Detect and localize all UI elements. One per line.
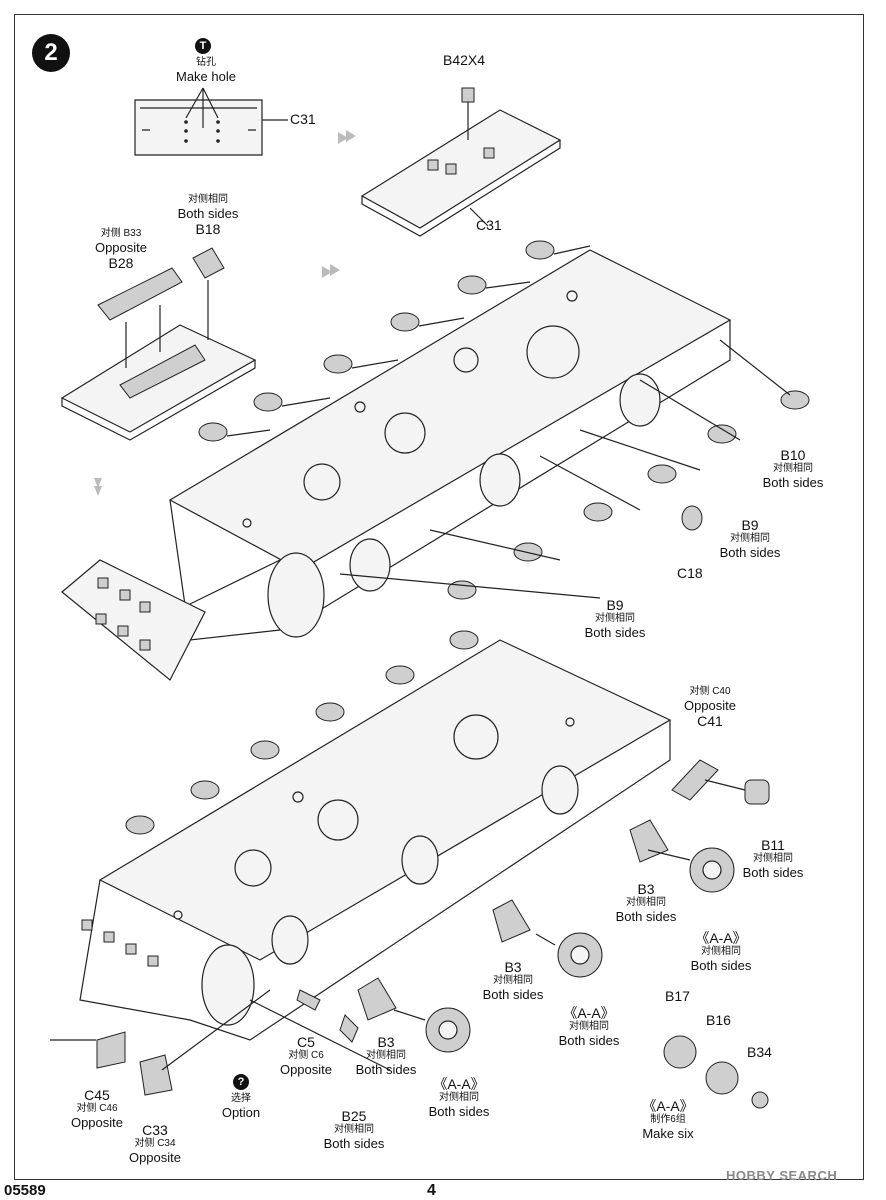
- step-number-badge: 2: [32, 34, 70, 72]
- upper-hull: [61, 240, 810, 681]
- label-b9-bottom: B9 对侧相同 Both sides: [584, 597, 646, 640]
- label-b33-b28: 对侧 B33 Opposite B28: [94, 228, 148, 271]
- label-c40-c41: 对侧 C40 Opposite C41: [683, 686, 737, 729]
- label-b34: B34: [747, 1044, 772, 1060]
- label-c5: C5 对侧 C6 Opposite: [279, 1034, 333, 1077]
- label-b11: B11 对侧相同 Both sides: [742, 837, 804, 880]
- label-b10: B10 对侧相同 Both sides: [762, 447, 824, 490]
- label-b3-left: B3 对侧相同 Both sides: [355, 1034, 417, 1077]
- label-c45: C45 对侧 C46 Opposite: [70, 1087, 124, 1130]
- question-icon: ?: [233, 1074, 249, 1090]
- label-aa-right: 《A-A》 对侧相同 Both sides: [690, 930, 752, 973]
- label-c33: C33 对侧 C34 Opposite: [128, 1122, 182, 1165]
- label-b9-right: B9 对侧相同 Both sides: [719, 517, 781, 560]
- lower-hull: [79, 630, 672, 1041]
- label-b3-right: B3 对侧相同 Both sides: [615, 881, 677, 924]
- kit-number: 05589: [4, 1182, 46, 1199]
- c31-plate: [360, 87, 562, 237]
- label-aa-mid: 《A-A》 对侧相同 Both sides: [558, 1005, 620, 1048]
- option-label: 选择 Option: [221, 1093, 261, 1120]
- label-b17: B17: [665, 988, 690, 1004]
- c31-part-detail: [134, 87, 288, 156]
- page-frame: [14, 14, 864, 1180]
- watermark: HOBBY SEARCH: [726, 1168, 838, 1183]
- drill-icon: T: [195, 38, 211, 54]
- label-b3-mid: B3 对侧相同 Both sides: [482, 959, 544, 1002]
- label-b25: B25 对侧相同 Both sides: [323, 1108, 385, 1151]
- make-hole-label: 钻孔 Make hole: [176, 57, 236, 84]
- label-b42x4: B42X4: [443, 52, 486, 68]
- label-c18: C18: [677, 565, 703, 581]
- label-aa-left: 《A-A》 对侧相同 Both sides: [428, 1076, 490, 1119]
- label-c31-plate: C31: [476, 217, 502, 233]
- exploded-parts: [50, 759, 770, 1109]
- label-c31-part: C31: [290, 111, 316, 127]
- label-b16: B16: [706, 1012, 731, 1028]
- page-number: 4: [427, 1182, 436, 1199]
- label-aa-make-six: 《A-A》 制作6组 Make six: [642, 1098, 694, 1141]
- label-b18: 对侧相同 Both sides B18: [177, 194, 239, 237]
- b28-b18-assembly: [60, 247, 257, 441]
